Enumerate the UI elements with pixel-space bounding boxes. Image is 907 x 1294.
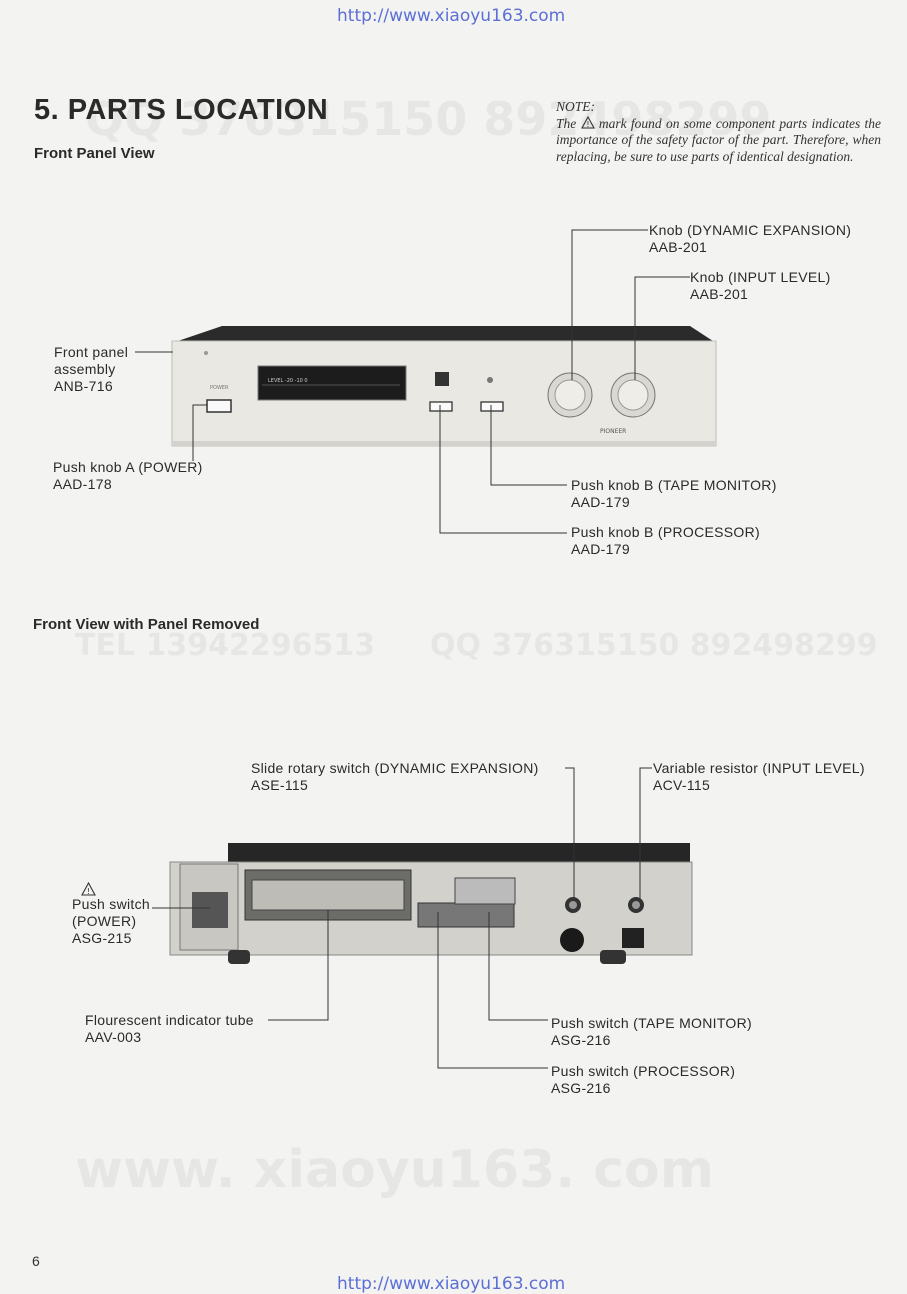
- power-knob: [206, 399, 232, 413]
- svg-text:!: !: [586, 120, 589, 129]
- subtitle-front-panel: Front Panel View: [34, 145, 155, 162]
- page-number: 6: [32, 1253, 40, 1269]
- label-push-switch-processor: Push switch (PROCESSOR) ASG-216: [551, 1063, 736, 1096]
- label-variable-resistor: Variable resistor (INPUT LEVEL) ACV-115: [653, 760, 865, 793]
- watermark-www-bottom: www. xiaoyu163. com: [75, 1140, 714, 1200]
- label-front-panel-assembly: Front panel assembly ANB-716: [54, 344, 129, 394]
- label-slide-rotary-switch: Slide rotary switch (DYNAMIC EXPANSION) …: [251, 760, 539, 793]
- svg-text:POWER: POWER: [210, 385, 229, 391]
- svg-text:PIONEER: PIONEER: [600, 428, 626, 435]
- safety-note: NOTE: The ! mark found on some component…: [556, 99, 881, 165]
- warning-triangle-icon: !: [580, 115, 595, 129]
- footer-url[interactable]: http://www.xiaoyu163.com: [337, 1274, 566, 1294]
- header-url[interactable]: http://www.xiaoyu163.com: [337, 6, 566, 26]
- label-push-knob-b-tape: Push knob B (TAPE MONITOR) AAD-179: [571, 477, 777, 510]
- label-knob-dynamic-expansion: Knob (DYNAMIC EXPANSION) AAB-201: [649, 222, 852, 255]
- watermark-qq-top: QQ 376315150 892498299: [85, 92, 772, 146]
- front-panel-device: LEVEL -20 -10 0 POWER PIONEER: [171, 326, 717, 447]
- note-heading: NOTE:: [556, 99, 596, 114]
- display-window: [257, 365, 407, 401]
- tape-monitor-knob: [480, 401, 504, 412]
- note-text: The ! mark found on some component parts…: [556, 115, 882, 164]
- page-title: 5. PARTS LOCATION: [34, 94, 329, 126]
- watermark-tel-middle: TEL 13942296513: [75, 628, 376, 663]
- label-push-knob-b-processor: Push knob B (PROCESSOR) AAD-179: [571, 524, 760, 557]
- warning-triangle-icon: !: [81, 882, 96, 896]
- panel-removed-device: [169, 843, 693, 964]
- label-knob-input-level: Knob (INPUT LEVEL) AAB-201: [690, 269, 831, 302]
- label-push-switch-power: ! Push switch (POWER) ASG-215: [72, 882, 150, 947]
- subtitle-panel-removed: Front View with Panel Removed: [33, 616, 260, 633]
- label-push-switch-tape: Push switch (TAPE MONITOR) ASG-216: [551, 1015, 752, 1048]
- svg-text:!: !: [87, 887, 91, 896]
- processor-knob: [429, 401, 453, 412]
- label-indicator-tube: Flourescent indicator tube AAV-003: [85, 1012, 254, 1045]
- watermark-qq-middle: QQ 376315150 892498299: [430, 628, 878, 663]
- label-push-knob-a: Push knob A (POWER) AAD-178: [53, 459, 203, 492]
- svg-text:LEVEL -20 -10 0: LEVEL -20 -10 0: [268, 378, 308, 384]
